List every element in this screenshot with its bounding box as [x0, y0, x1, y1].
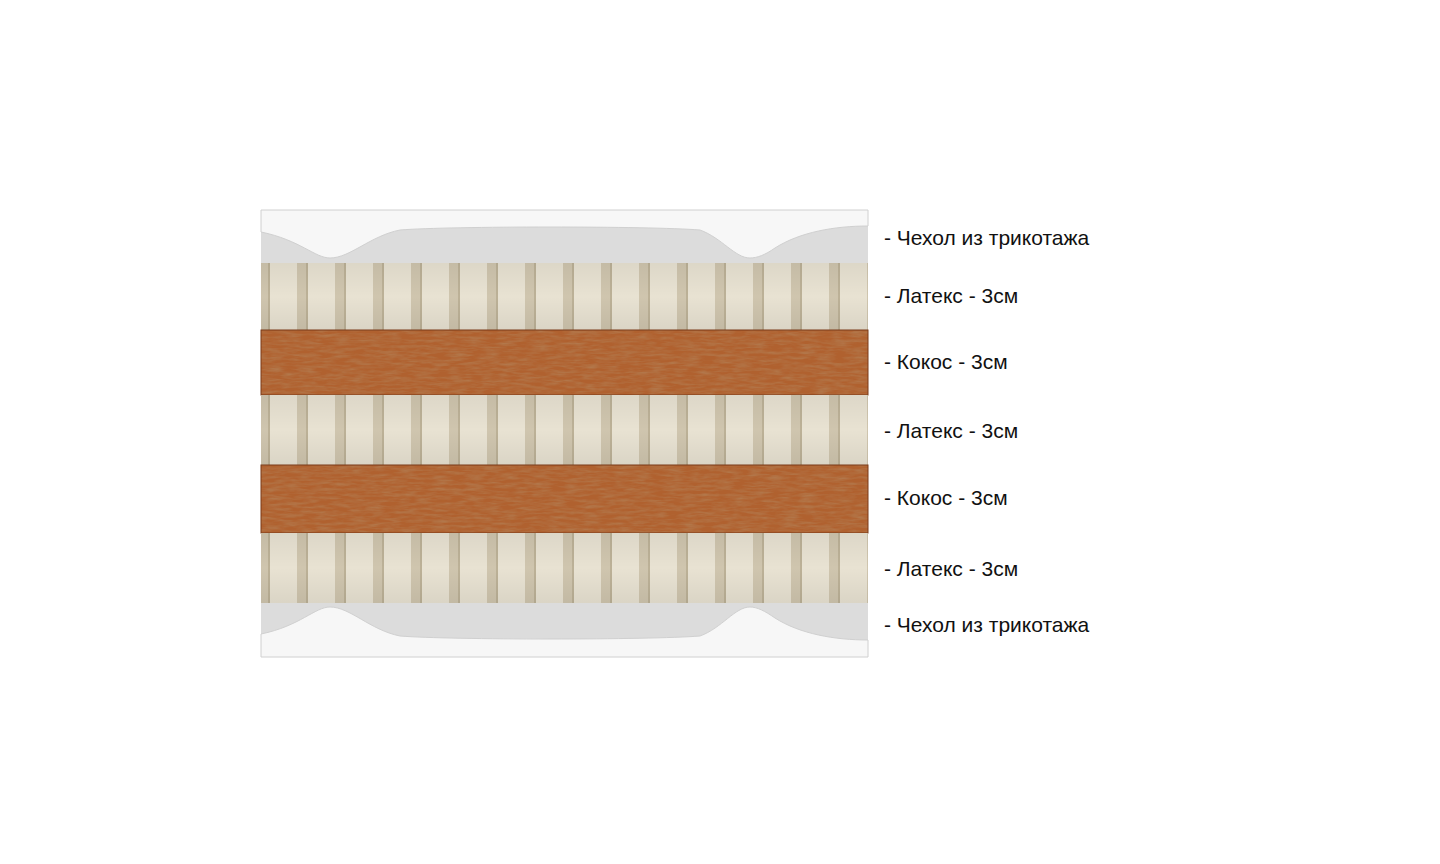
cover-fabric	[261, 603, 868, 657]
layer-label: - Кокос - 3см	[884, 349, 1008, 374]
cover-wave	[261, 210, 868, 258]
coconut-layer	[261, 465, 868, 533]
coconut-layer	[261, 330, 868, 395]
layer-label: - Чехол из трикотажа	[884, 225, 1089, 250]
layer-label: - Кокос - 3см	[884, 485, 1008, 510]
layer-label: - Чехол из трикотажа	[884, 612, 1089, 637]
latex-layer	[261, 533, 868, 603]
latex-layer	[261, 263, 868, 330]
cover-fabric	[261, 210, 868, 263]
layer-label: - Латекс - 3см	[884, 418, 1018, 443]
latex-layer	[261, 395, 868, 465]
layer-label: - Латекс - 3см	[884, 283, 1018, 308]
cover-wave	[261, 607, 868, 657]
layer-label: - Латекс - 3см	[884, 556, 1018, 581]
